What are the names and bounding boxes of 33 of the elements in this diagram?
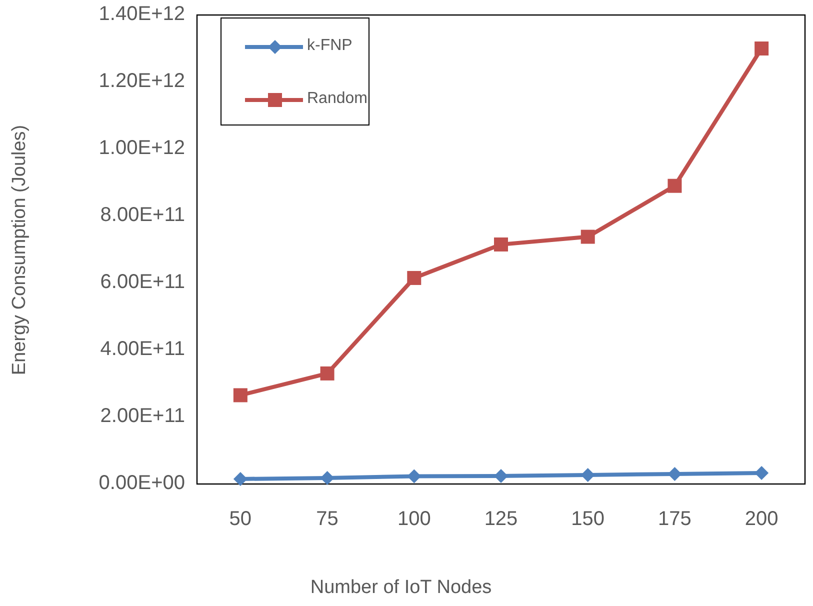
x-tick-label: 200 (744, 508, 778, 531)
y-tick-label: 2.00E+11 (100, 405, 185, 428)
legend-label: k-FNP (307, 37, 352, 55)
y-tick-label: 4.00E+11 (100, 338, 185, 361)
point (580, 468, 595, 482)
y-tick-label: 6.00E+11 (100, 271, 185, 294)
y-tick-label: 1.40E+12 (98, 3, 185, 26)
y-tick-label: 8.00E+11 (100, 204, 185, 227)
point (668, 466, 682, 481)
x-tick-label: 100 (397, 508, 431, 531)
y-axis-title: Energy Consumption (Joules) (9, 124, 31, 375)
point (233, 472, 248, 486)
point (407, 270, 422, 285)
legend-label: Random (307, 90, 368, 108)
point (494, 237, 508, 252)
x-tick-label: 125 (484, 508, 518, 531)
point (580, 230, 595, 244)
point (494, 468, 508, 483)
y-tick-label: 1.00E+12 (98, 137, 185, 160)
x-axis-title: Number of IoT Nodes (310, 577, 492, 599)
x-tick-label: 150 (571, 508, 605, 531)
point (754, 466, 769, 480)
point (668, 178, 682, 193)
y-tick-label: 1.20E+12 (98, 70, 185, 93)
point (233, 388, 248, 402)
x-tick-label: 175 (658, 508, 692, 531)
point (754, 42, 769, 56)
x-tick-label: 50 (229, 508, 252, 531)
point (407, 469, 422, 484)
x-tick-label: 75 (316, 508, 338, 531)
point (320, 470, 334, 485)
point (320, 366, 334, 380)
y-tick-label: 0.00E+00 (98, 472, 185, 495)
